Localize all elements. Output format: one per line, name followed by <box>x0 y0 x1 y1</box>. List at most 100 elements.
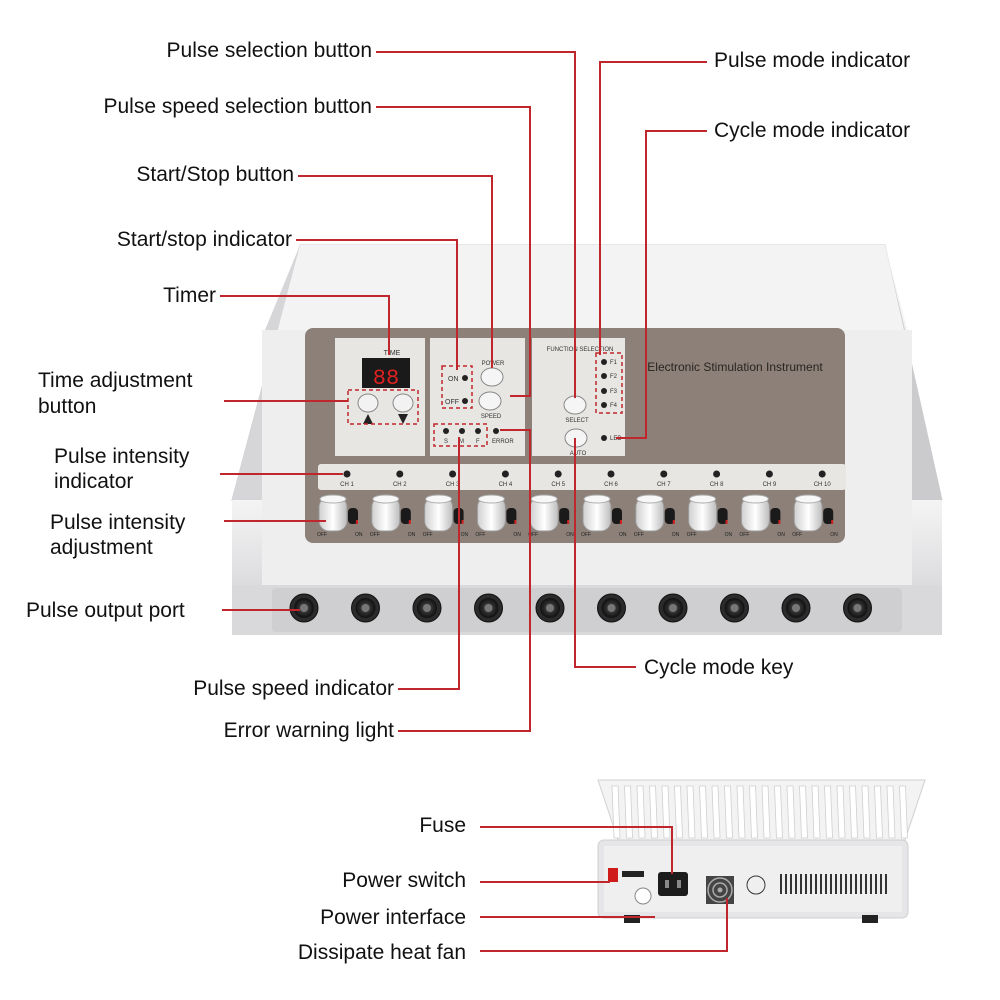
label-pulse-intensity-adjustment-line1: Pulse intensity <box>50 511 186 534</box>
select-label: SELECT <box>565 418 589 424</box>
speed-button[interactable] <box>478 391 502 411</box>
f2-label: F2 <box>610 374 618 380</box>
knob-off-label: OFF <box>423 532 433 538</box>
channel-label: CH 5 <box>551 482 565 488</box>
on-indicator <box>462 375 468 381</box>
label-pulse-selection-button: Pulse selection button <box>166 39 372 62</box>
intensity-indicator <box>660 470 668 478</box>
timer-display <box>362 358 410 388</box>
knob-off-label: OFF <box>634 532 644 538</box>
power-label: POWER <box>482 361 505 367</box>
time-label: TIME <box>384 350 401 357</box>
rear-device <box>597 779 926 923</box>
label-pulse-intensity-adjustment-line2: adjustment <box>50 536 153 559</box>
knob-on-label: ON <box>830 532 838 538</box>
channel-label: CH 8 <box>710 482 724 488</box>
power-button[interactable] <box>480 367 504 387</box>
knob-on-label: ON <box>619 532 627 538</box>
knob-on-label: ON <box>725 532 733 538</box>
s-label: S <box>444 439 448 445</box>
intensity-indicator <box>713 470 721 478</box>
knob-off-label: OFF <box>687 532 697 538</box>
knob-off-label: OFF <box>370 532 380 538</box>
label-pulse-output-port: Pulse output port <box>26 599 185 622</box>
intensity-indicator <box>607 470 615 478</box>
knob-off-label: OFF <box>528 532 538 538</box>
select-button[interactable] <box>563 395 587 415</box>
channel-label: CH 9 <box>763 482 777 488</box>
label-dissipate-heat-fan: Dissipate heat fan <box>297 941 466 964</box>
label-timer: Timer <box>163 284 216 307</box>
output-port[interactable] <box>720 593 749 623</box>
power-section <box>430 338 525 456</box>
knob-on-label: ON <box>566 532 574 538</box>
heatsink-fins <box>611 785 908 839</box>
triangle-down-icon <box>398 414 408 424</box>
label-start-stop-button: Start/Stop button <box>136 163 294 186</box>
intensity-indicator <box>343 470 351 478</box>
output-port[interactable] <box>843 593 872 623</box>
off-label: OFF <box>445 399 459 406</box>
output-port[interactable] <box>289 593 319 623</box>
knob-on-label: ON <box>461 532 469 538</box>
channel-strip <box>318 464 846 490</box>
auto-label: AUTO <box>570 451 587 457</box>
f-label: F <box>476 439 480 445</box>
label-pulse-intensity-indicator-line1: Pulse intensity <box>54 445 190 468</box>
output-port[interactable] <box>351 593 380 623</box>
knob-on-label: ON <box>355 532 363 538</box>
triangle-up-icon <box>363 414 373 424</box>
main-device: TIME 88 ON OFF POWER SPEED S M F ERROR F… <box>231 244 943 635</box>
knob-on-label: ON <box>777 532 785 538</box>
channel-label: CH 6 <box>604 482 618 488</box>
label-cycle-mode-key: Cycle mode key <box>644 656 794 679</box>
intensity-indicator <box>449 470 457 478</box>
label-pulse-speed-indicator: Pulse speed indicator <box>193 677 394 700</box>
error-label: ERROR <box>492 439 514 445</box>
label-pulse-speed-selection-button: Pulse speed selection button <box>103 95 372 118</box>
knob-off-label: OFF <box>317 532 327 538</box>
time-up-button[interactable] <box>357 393 379 424</box>
f1-label: F1 <box>610 360 618 366</box>
label-fuse: Fuse <box>419 814 466 837</box>
channel-label: CH 2 <box>393 482 407 488</box>
f4-label: F4 <box>610 403 618 409</box>
vent-slots <box>780 874 887 894</box>
error-light <box>493 428 499 434</box>
label-start-stop-indicator: Start/stop indicator <box>116 228 292 251</box>
knob-on-label: ON <box>513 532 521 538</box>
label-time-adjustment-line2: button <box>38 395 97 418</box>
output-port[interactable] <box>781 593 811 623</box>
output-port[interactable] <box>412 593 442 623</box>
callout-lines <box>220 51 728 952</box>
instrument-title: Electronic Stimulation Instrument <box>647 360 823 374</box>
knob-off-label: OFF <box>739 532 749 538</box>
output-port[interactable] <box>474 593 503 623</box>
function-selection-label: FUNCTION SELECTION <box>547 347 614 353</box>
channel-label: CH 10 <box>814 482 832 488</box>
off-indicator <box>462 398 468 404</box>
label-power-switch: Power switch <box>342 869 466 892</box>
intensity-indicator <box>501 470 509 478</box>
led-indicator <box>601 435 607 441</box>
output-port[interactable] <box>658 593 688 623</box>
time-down-button[interactable] <box>392 393 414 424</box>
output-port[interactable] <box>535 593 565 623</box>
power-switch-control[interactable] <box>608 868 618 882</box>
output-port-row <box>289 593 872 623</box>
f3-label: F3 <box>610 389 618 395</box>
timer-digits: 88 <box>373 366 399 391</box>
label-error-warning-light: Error warning light <box>223 719 394 742</box>
knob-on-label: ON <box>672 532 680 538</box>
power-socket <box>658 872 688 896</box>
knob-off-label: OFF <box>581 532 591 538</box>
intensity-indicator <box>765 470 773 478</box>
channel-label: CH 7 <box>657 482 671 488</box>
speed-label: SPEED <box>481 414 502 420</box>
timer-section <box>335 338 425 456</box>
output-port[interactable] <box>597 593 626 623</box>
channel-label: CH 4 <box>499 482 513 488</box>
